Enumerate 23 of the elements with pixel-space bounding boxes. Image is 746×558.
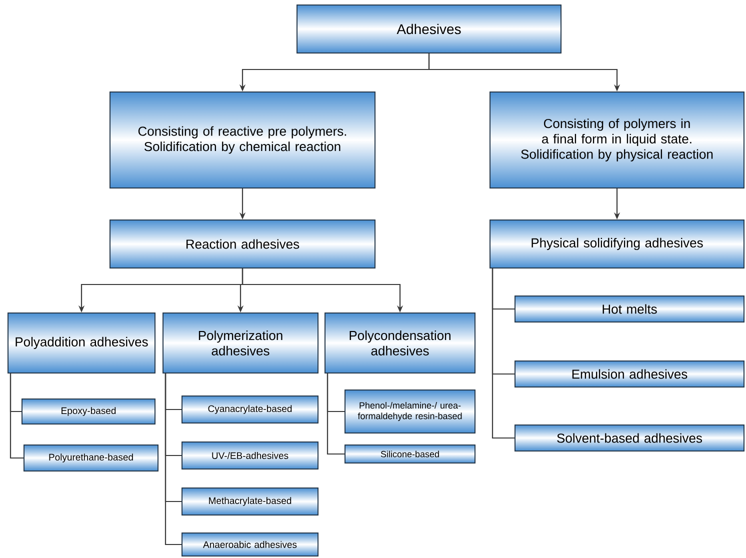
category-box: Reaction adhesives xyxy=(110,220,376,268)
category-box: Epoxy-based xyxy=(22,398,156,424)
category-box: Methacrylate-based xyxy=(182,488,318,516)
category-box: Polyaddition adhesives xyxy=(8,312,156,374)
category-box: Cyanacrylate-based xyxy=(182,396,318,424)
category-box: Polymerization adhesives xyxy=(162,312,318,374)
category-box: Adhesives xyxy=(296,4,562,54)
category-box: UV-/EB-adhesives xyxy=(182,442,318,470)
connector-line xyxy=(326,374,344,455)
category-box: Physical solidifying adhesives xyxy=(490,220,744,268)
category-box: Polycondensation adhesives xyxy=(324,312,476,374)
category-box: Silicone-based xyxy=(344,444,476,464)
category-box: Consisting of reactive pre polymers. Solidification by chemical reaction xyxy=(110,92,376,188)
category-box: Polyurethane-based xyxy=(24,444,158,472)
category-box: Phenol-/melamine-/ urea-formaldehyde resin-based xyxy=(344,390,476,434)
category-box: Consisting of polymers in a final form in liquid state. Solidification by physical reaction xyxy=(490,92,744,188)
connector-line xyxy=(10,374,24,459)
category-box: Hot melts xyxy=(514,296,744,322)
category-box: Anaeroabic adhesives xyxy=(182,532,318,556)
category-box: Solvent-based adhesives xyxy=(514,424,744,452)
connector-line xyxy=(492,268,514,439)
category-box: Emulsion adhesives xyxy=(514,360,744,388)
connector-line xyxy=(164,374,182,546)
